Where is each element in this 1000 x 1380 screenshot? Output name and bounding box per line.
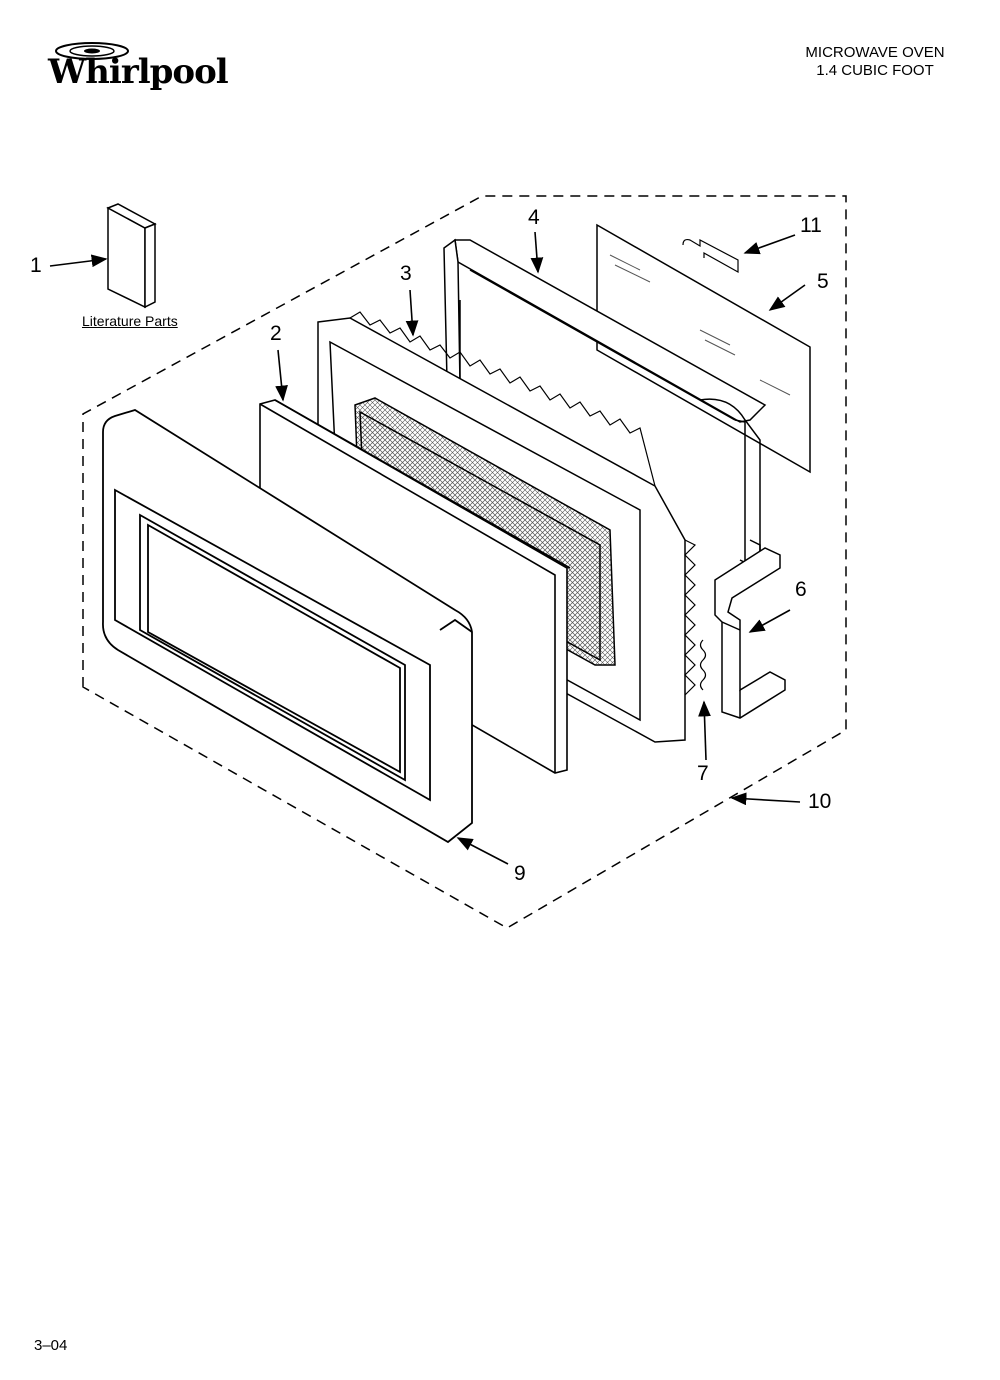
callout-4: 4 xyxy=(528,206,540,229)
callout-leaders xyxy=(49,231,806,865)
callout-2: 2 xyxy=(270,322,282,345)
logo-swirl-icon xyxy=(55,42,129,60)
whirlpool-logo: Whirlpool xyxy=(48,40,229,110)
callout-9: 9 xyxy=(514,862,526,885)
callout-5: 5 xyxy=(817,270,829,293)
choke-frame-teeth xyxy=(349,311,697,696)
callout-10: 10 xyxy=(808,790,832,813)
door-clip xyxy=(682,238,739,274)
literature-booklet xyxy=(106,203,157,309)
model-title-line2: 1.4 CUBIC FOOT xyxy=(816,62,934,79)
brand-name: Whirlpool xyxy=(48,52,229,92)
door-front xyxy=(102,409,473,844)
callout-7: 7 xyxy=(697,762,709,785)
door-frame-rear xyxy=(443,238,767,572)
door-latch-lever xyxy=(714,547,786,719)
callout-6: 6 xyxy=(795,578,807,601)
literature-parts-label: Literature Parts xyxy=(82,313,178,329)
callout-1: 1 xyxy=(30,254,42,277)
callout-3: 3 xyxy=(400,262,412,285)
latch-spring xyxy=(699,639,707,691)
page-code: 3–04 xyxy=(34,1337,68,1354)
model-title-line1: MICROWAVE OVEN xyxy=(805,44,945,61)
callout-11: 11 xyxy=(800,214,822,237)
assembly-boundary xyxy=(82,195,847,929)
